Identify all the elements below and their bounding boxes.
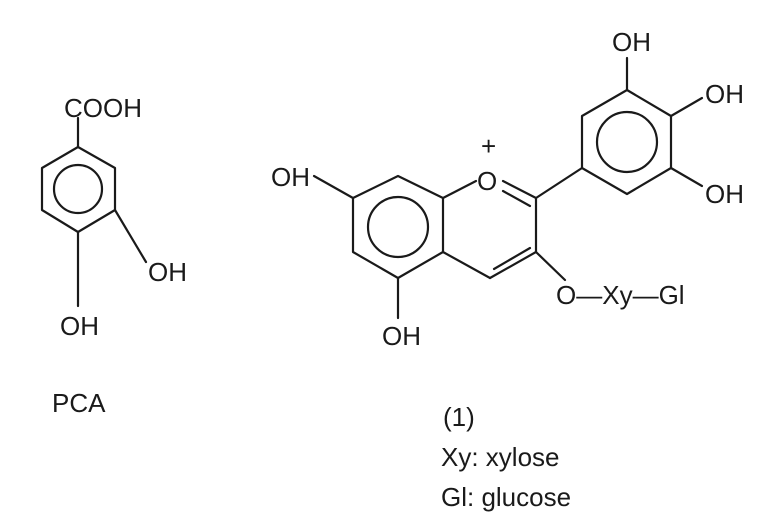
compound1-oh4p-label: OH	[705, 79, 744, 109]
compound1-structure: O + OH OH OH OH OH O—Xy—Gl (1) Xy: xylos…	[271, 27, 744, 512]
compound1-c4-c3-double	[492, 246, 532, 271]
compound1-o3-bond	[534, 250, 567, 282]
compound1-c2-o1-double	[501, 189, 532, 208]
compound1-oh5p-label: OH	[705, 179, 744, 209]
legend-glucose: Gl: glucose	[441, 482, 571, 512]
compound1-o1-c8a-bond	[441, 179, 478, 200]
compound1-ring-oxygen-label: O	[477, 166, 497, 196]
compound1-c4a-c4-bond	[441, 250, 492, 280]
compound1-oh5-label: OH	[382, 321, 421, 351]
pca-oh-para-label: OH	[60, 311, 99, 341]
compound1-a-ring	[351, 174, 445, 280]
pca-oh-meta-bond	[113, 208, 148, 264]
compound1-oh4p-bond	[669, 96, 704, 118]
compound1-oh3p-label: OH	[612, 27, 651, 57]
pca-oh-meta-label: OH	[148, 257, 187, 287]
legend-xylose: Xy: xylose	[441, 442, 560, 472]
compound1-oh5p-bond	[669, 166, 704, 188]
compound1-c4-c3-bond	[488, 250, 538, 280]
compound1-b-ring-circle	[595, 110, 659, 174]
pca-aromatic-circle	[52, 163, 104, 215]
compound1-positive-charge: +	[481, 131, 496, 161]
compound1-a-ring-circle	[366, 195, 430, 259]
pca-structure: COOH OH OH PCA	[40, 93, 187, 418]
compound1-c2-bring-bond	[534, 166, 584, 200]
pca-cooh-label: COOH	[64, 93, 142, 123]
compound1-c2-o1-bond	[501, 179, 538, 200]
compound1-oh7-bond	[312, 174, 355, 200]
compound1-oh7-label: OH	[271, 162, 310, 192]
compound1-number-label: (1)	[443, 402, 475, 432]
pca-name-label: PCA	[52, 388, 106, 418]
compound1-substituent-label: O—Xy—Gl	[556, 280, 685, 310]
